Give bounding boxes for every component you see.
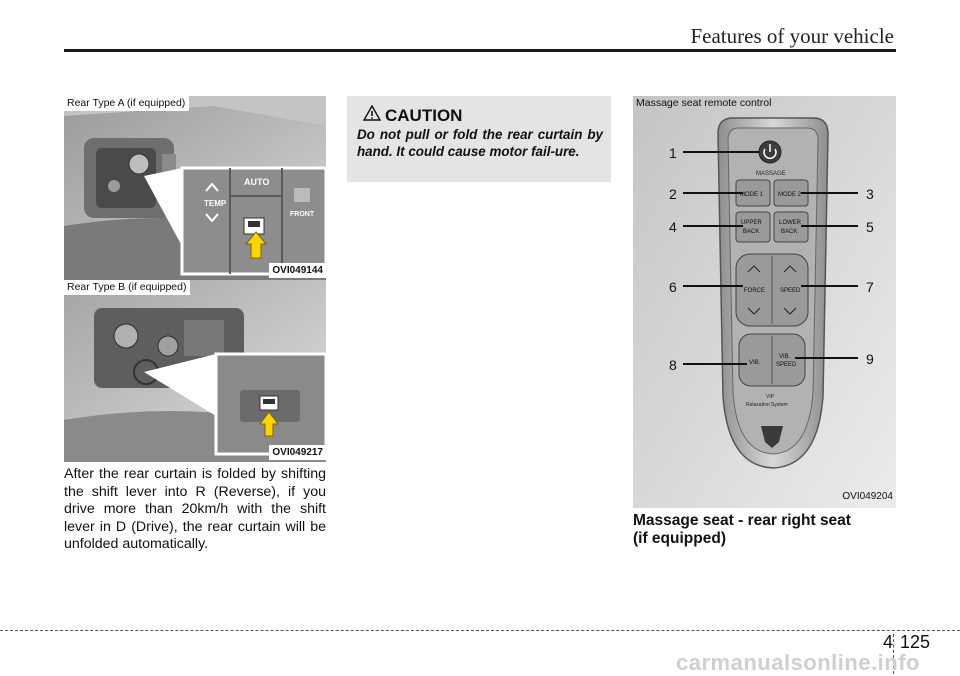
- temp-label: TEMP: [204, 199, 227, 208]
- massage-remote-illustration: MASSAGE MODE 1 MODE 2 UPPER BACK LOWER B…: [633, 96, 896, 508]
- callout-3: 3: [866, 186, 874, 202]
- vib-label: VIB.: [749, 360, 761, 366]
- rear-type-a-illustration: TEMP AUTO FRONT: [64, 96, 326, 280]
- callout-2: 2: [669, 186, 677, 202]
- callout-5: 5: [866, 219, 874, 235]
- page-number: 125: [900, 632, 931, 652]
- section-title-line-1: Massage seat - rear right seat: [633, 512, 851, 529]
- upper-back-label: BACK: [743, 229, 759, 235]
- caution-title: CAUTION: [385, 106, 463, 125]
- figure-a-label: Rear Type A (if equipped): [64, 96, 190, 111]
- header-rule: [64, 49, 896, 52]
- section-title-line-2: (if equipped): [633, 530, 726, 547]
- massage-group-label: MASSAGE: [756, 171, 786, 177]
- rear-type-b-illustration: [64, 280, 326, 462]
- watermark-text: carmanualsonline.info: [676, 650, 920, 675]
- figure-massage-remote: MASSAGE MODE 1 MODE 2 UPPER BACK LOWER B…: [633, 96, 896, 508]
- remote-figure-label: Massage seat remote control: [636, 97, 772, 109]
- lower-label: LOWER: [779, 220, 802, 226]
- warning-triangle-icon: [363, 105, 381, 121]
- upper-label: UPPER: [741, 220, 762, 226]
- footer-dashed-rule: [0, 630, 960, 631]
- caution-box: CAUTION Do not pull or fold the rear cur…: [347, 96, 611, 182]
- callout-1: 1: [669, 145, 677, 161]
- page-header-title: Features of your vehicle: [690, 24, 894, 48]
- callout-9: 9: [866, 351, 874, 367]
- vip-label-1: VIP: [766, 394, 775, 400]
- callout-8: 8: [669, 357, 677, 373]
- callout-6: 6: [669, 279, 677, 295]
- body-paragraph: After the rear curtain is folded by shif…: [64, 466, 326, 552]
- auto-label: AUTO: [244, 177, 269, 187]
- figure-rear-type-b: Rear Type B (if equipped) OVI049217: [64, 280, 326, 462]
- mode2-label: MODE 2: [778, 192, 802, 198]
- figure-b-label: Rear Type B (if equipped): [64, 280, 191, 295]
- speed-label: SPEED: [780, 288, 801, 294]
- callout-7: 7: [866, 279, 874, 295]
- caution-text: Do not pull or fold the rear curtain by …: [357, 127, 603, 159]
- page-number-divider: [893, 634, 895, 674]
- vib-speed-label-1: VIB.: [779, 354, 791, 360]
- mode1-label: MODE 1: [740, 192, 764, 198]
- figure-rear-type-a: TEMP AUTO FRONT Rear Type A (if equipped…: [64, 96, 326, 280]
- front-label: FRONT: [290, 211, 315, 218]
- lower-back-label: BACK: [781, 229, 797, 235]
- vip-label-2: Relaxation System: [746, 402, 788, 408]
- chapter-number: 4: [882, 632, 893, 652]
- vib-speed-label-2: SPEED: [776, 362, 797, 368]
- figure-b-code: OVI049217: [269, 445, 326, 460]
- remote-figure-code: OVI049204: [842, 491, 893, 502]
- callout-4: 4: [669, 219, 677, 235]
- figure-a-code: OVI049144: [269, 263, 326, 278]
- force-label: FORCE: [744, 288, 765, 294]
